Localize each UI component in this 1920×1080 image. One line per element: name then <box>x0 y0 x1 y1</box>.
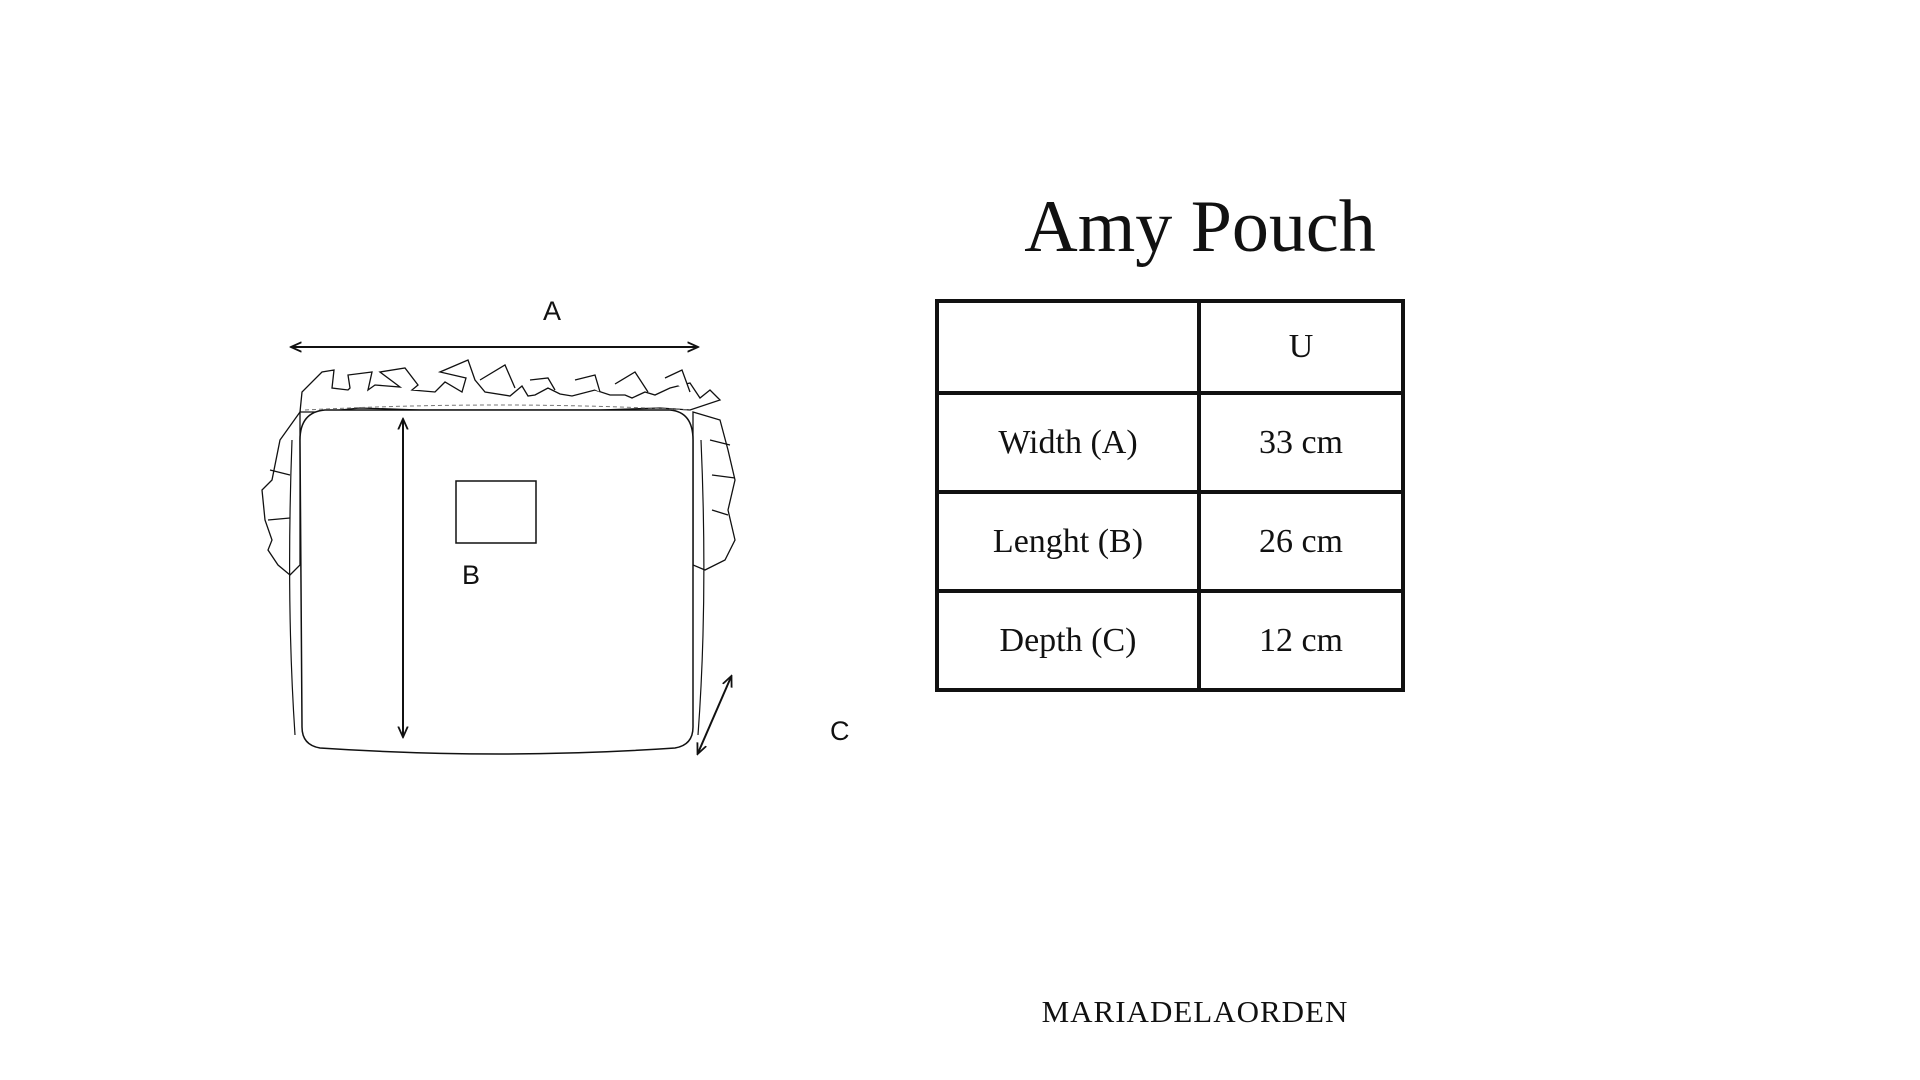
ruffle-trim <box>261 359 736 576</box>
table-row: Depth (C) 12 cm <box>935 589 1405 692</box>
zipper-seam <box>304 404 691 411</box>
row-value: 26 cm <box>1197 490 1405 593</box>
table-row: Lenght (B) 26 cm <box>935 490 1405 593</box>
table-header-row: U <box>935 299 1405 395</box>
header-cell: U <box>1197 299 1405 395</box>
arrow-c <box>698 677 731 753</box>
table-row: Width (A) 33 cm <box>935 391 1405 494</box>
label-patch <box>455 480 537 544</box>
row-value: 12 cm <box>1197 589 1405 692</box>
brand-name: MARIADELAORDEN <box>1041 994 1349 1029</box>
row-label: Depth (C) <box>935 589 1201 692</box>
label-b: B <box>462 560 480 590</box>
label-c: C <box>830 716 850 746</box>
header-cell <box>935 299 1201 395</box>
row-label: Width (A) <box>935 391 1201 494</box>
row-label: Lenght (B) <box>935 490 1201 593</box>
row-value: 33 cm <box>1197 391 1405 494</box>
size-table: U Width (A) 33 cm Lenght (B) 26 cm Depth… <box>935 299 1405 692</box>
product-title: Amy Pouch <box>1024 186 1376 268</box>
pouch-body <box>299 409 694 755</box>
label-a: A <box>543 296 561 326</box>
